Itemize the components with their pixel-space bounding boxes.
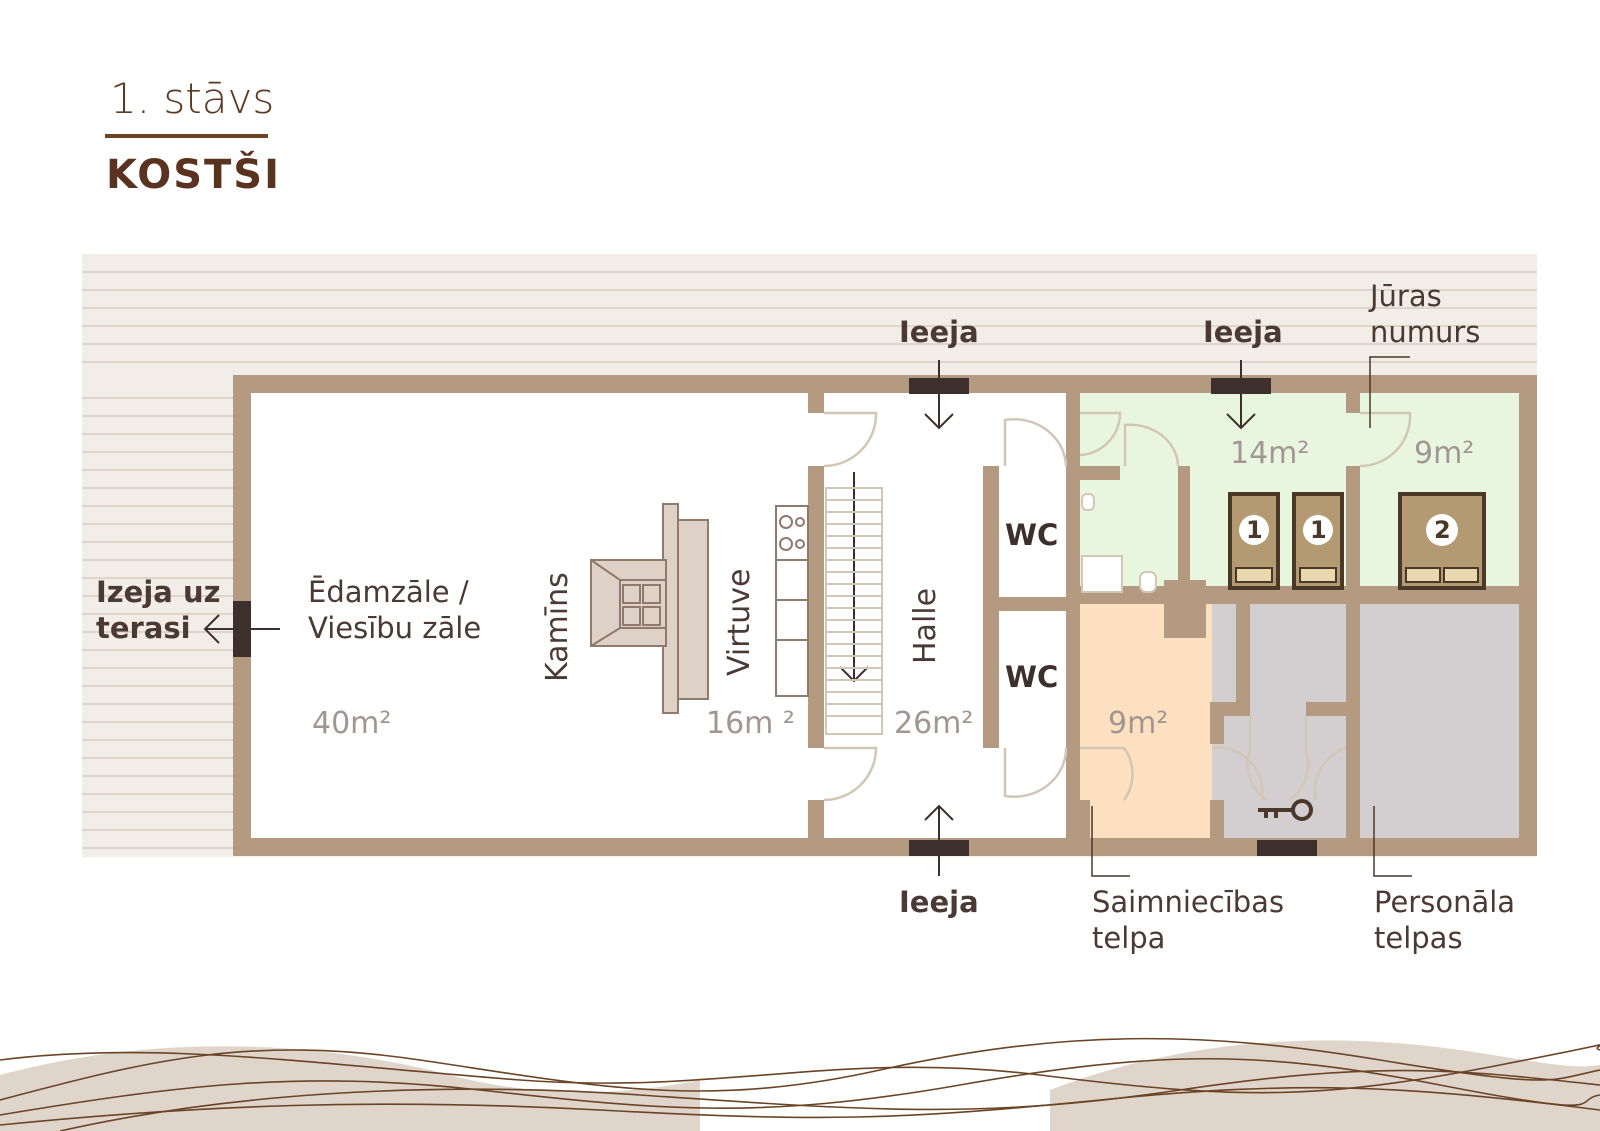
staff-room-label-line1: Personāla: [1374, 885, 1516, 919]
decorative-waves: [0, 1037, 1600, 1131]
sea-room-main-area: 14m²: [1230, 436, 1310, 471]
sea-room-label-line1: Jūras: [1370, 279, 1442, 313]
wc-label-lower: WC: [1005, 660, 1059, 694]
dining-room-label-line2: Viesību zāle: [308, 611, 482, 645]
kitchen-counter: [775, 505, 809, 697]
sea-room-label-line2: numurs: [1370, 315, 1481, 349]
bed-number-1: 1: [1246, 516, 1263, 544]
title-divider: [105, 134, 268, 138]
kitchen-area: 16m ²: [706, 706, 795, 741]
entrance-label-top-left: Ieeja: [899, 315, 979, 349]
bed-number-3: 2: [1434, 516, 1451, 544]
terrace-exit-label-line1: Izeja uz: [96, 575, 221, 609]
utility-room-label-line1: Saimniecības: [1092, 885, 1285, 919]
floor-title: 1. stāvs: [110, 74, 275, 123]
utility-room-fill: [1076, 604, 1236, 838]
kitchen-label: Virtuve: [722, 568, 757, 676]
utility-room-label-line2: telpa: [1092, 921, 1166, 955]
staff-room-label-line2: telpas: [1374, 921, 1463, 955]
logo: KOSTŠI: [106, 152, 281, 198]
entrance-label-top-right: Ieeja: [1203, 315, 1283, 349]
utility-room-area: 9m²: [1108, 706, 1169, 741]
arrow-icon: [203, 360, 1256, 876]
fireplace-label: Kamīns: [540, 572, 575, 682]
hall-area: 26m²: [894, 706, 974, 741]
doors: [823, 411, 1412, 802]
key-icon: [1258, 799, 1313, 821]
staircase: [825, 487, 883, 735]
bed: [1228, 492, 1280, 590]
bed: [1292, 492, 1344, 590]
fireplace-icon: [590, 503, 709, 714]
hall-label: Halle: [908, 587, 943, 664]
terrace-exit-label-line2: terasi: [96, 611, 191, 645]
sea-room-small-area: 9m²: [1414, 436, 1475, 471]
leader-lines: [1091, 356, 1412, 877]
staff-room-fill: [1212, 604, 1519, 838]
entrance-label-bottom: Ieeja: [899, 885, 979, 919]
bed: [1398, 492, 1486, 590]
dining-room-area: 40m²: [312, 706, 392, 741]
bed-number-2: 1: [1310, 516, 1327, 544]
bathroom-fixtures: [1081, 493, 1157, 593]
dining-room-label-line1: Ēdamzāle /: [308, 575, 469, 609]
wc-label-upper: WC: [1005, 518, 1059, 552]
